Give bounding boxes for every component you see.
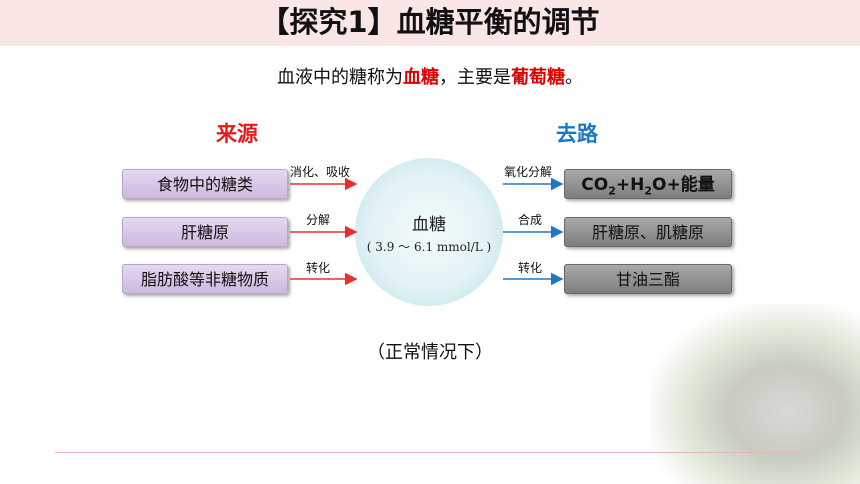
intro-part1: 血液中的糖称为 [277,67,403,88]
formula-co: CO [581,175,609,195]
blood-sugar-blob [355,158,503,306]
formula-sub-2b: 2 [644,184,653,198]
intro-part2: ，主要是 [439,67,511,88]
destination-box-glycogen: 肝糖原、肌糖原 [564,217,732,247]
source-box-non-sugar: 脂肪酸等非糖物质 [122,264,288,294]
source-box-food-sugar: 食物中的糖类 [122,169,288,199]
title-bar [0,0,860,46]
blood-sugar-title: 血糖 [412,215,446,235]
intro-highlight-blood-sugar: 血糖 [403,67,439,88]
intro-part3: 。 [565,67,583,88]
intro-text: 血液中的糖称为血糖，主要是葡萄糖。 [0,63,860,89]
destination-box-triglyceride: 甘油三酯 [564,264,732,294]
page-title: 【探究1】血糖平衡的调节 [260,5,600,39]
formula-plus-h: +H [615,175,645,195]
source-box-liver-glycogen: 肝糖原 [122,217,288,247]
destination-box-oxidation-products: CO2+H2O+能量 [564,169,732,199]
destinations-heading: 去路 [556,122,598,146]
arrow-label-synthesis: 合成 [518,213,543,227]
blood-sugar-range: ( 3.9 ～ 6.1 mmol/L ) [366,240,492,254]
arrow-label-decompose: 分解 [306,213,331,227]
formula-o-energy: O+能量 [652,175,715,195]
arrow-label-oxidation: 氧化分解 [504,165,553,179]
decorative-stone-image [650,304,860,484]
sources-heading: 来源 [216,122,258,146]
formula-sub-2a: 2 [608,184,616,198]
footer-divider [55,452,800,453]
arrow-label-convert-source: 转化 [306,261,331,275]
arrow-label-convert-destination: 转化 [518,261,543,275]
intro-highlight-glucose: 葡萄糖 [511,67,565,88]
normal-condition-caption: （正常情况下） [367,342,493,363]
arrow-label-digest-absorb: 消化、吸收 [290,165,351,179]
